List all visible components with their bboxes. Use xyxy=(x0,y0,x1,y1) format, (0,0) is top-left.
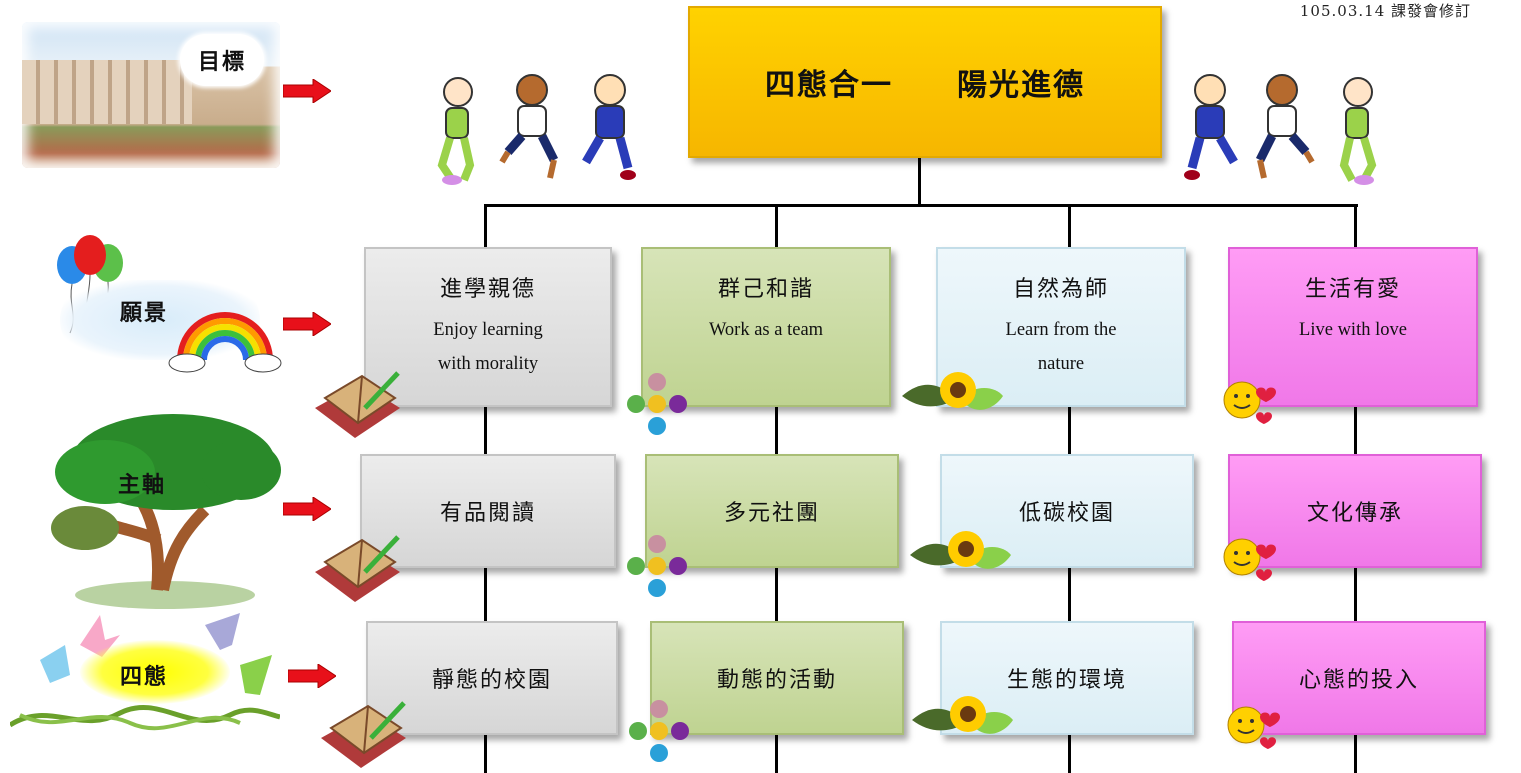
runner-icon xyxy=(499,74,559,179)
school-photo xyxy=(22,22,280,168)
axis-box-2: 多元社團 xyxy=(645,454,899,568)
vision-zh: 群己和諧 xyxy=(717,277,814,302)
beads-icon xyxy=(627,535,687,597)
rainbow-icon xyxy=(168,312,282,373)
vision-box-1: 進學親德 Enjoy learning with morality xyxy=(364,247,612,407)
runner-icon xyxy=(1339,77,1377,185)
revision-note: 105.03.14 課發會修訂 xyxy=(1299,2,1471,20)
goal-label-text: 目標 xyxy=(197,50,246,75)
connector-trunk xyxy=(918,156,921,206)
four-states-label: 四態 xyxy=(120,665,169,690)
runner-icon xyxy=(437,77,475,185)
axis-box-1: 有品閱讀 xyxy=(360,454,616,568)
state-text: 生態的環境 xyxy=(1006,668,1127,693)
state-box-2: 動態的活動 xyxy=(650,621,904,735)
vision-box-2: 群己和諧 Work as a team xyxy=(641,247,891,407)
vision-en: with morality xyxy=(437,354,539,374)
title-text: 四態合一 陽光進德 xyxy=(765,68,1085,103)
smiley-heart-icon xyxy=(1227,706,1280,749)
state-text: 動態的活動 xyxy=(716,668,837,693)
arrow-icon-goal xyxy=(283,79,331,103)
sunflower-icon xyxy=(902,372,1003,410)
axis-text: 有品閱讀 xyxy=(439,501,536,526)
vision-en: Learn from the xyxy=(1005,320,1117,340)
vision-zh: 進學親德 xyxy=(439,277,536,302)
state-text: 心態的投入 xyxy=(1298,668,1419,693)
arrow-icon-axis xyxy=(283,497,331,521)
runner-icon xyxy=(1255,74,1315,179)
vision-zh: 自然為師 xyxy=(1012,277,1109,302)
beads-icon xyxy=(627,373,687,435)
connector-bar xyxy=(484,204,1358,207)
sunflower-icon xyxy=(910,531,1011,569)
vision-zh: 生活有愛 xyxy=(1304,277,1401,302)
vision-en: Enjoy learning xyxy=(433,320,543,340)
smiley-heart-icon xyxy=(1223,538,1276,581)
book-icon xyxy=(315,371,400,438)
vision-box-4: 生活有愛 Live with love xyxy=(1228,247,1478,407)
beads-icon xyxy=(629,700,689,762)
smiley-heart-icon xyxy=(1223,381,1276,424)
title-box: 四態合一 陽光進德 xyxy=(688,6,1162,158)
state-text: 靜態的校園 xyxy=(431,668,552,693)
runners-right xyxy=(1184,74,1377,185)
runner-icon xyxy=(582,74,636,180)
arrow-icon-four-states xyxy=(288,664,336,688)
tree-icon xyxy=(51,414,281,609)
vision-en: Live with love xyxy=(1299,320,1407,340)
axis-text: 多元社團 xyxy=(723,501,820,526)
arrow-icon-vision xyxy=(283,312,331,336)
vision-box-3: 自然為師 Learn from the nature xyxy=(936,247,1186,407)
vision-en: Work as a team xyxy=(708,320,824,340)
four-states-glow xyxy=(80,640,230,704)
runner-icon xyxy=(1184,74,1238,180)
vision-en: nature xyxy=(1037,354,1085,374)
book-icon xyxy=(315,535,400,602)
axis-label: 主軸 xyxy=(118,473,167,498)
vision-label: 願景 xyxy=(120,301,169,326)
sunflower-icon xyxy=(912,696,1013,734)
axis-text: 文化傳承 xyxy=(1306,501,1403,526)
book-icon xyxy=(321,701,406,768)
goal-label: 目標 xyxy=(180,34,264,86)
runners-left xyxy=(437,74,636,185)
axis-text: 低碳校園 xyxy=(1018,501,1115,526)
state-box-1: 靜態的校園 xyxy=(366,621,618,735)
